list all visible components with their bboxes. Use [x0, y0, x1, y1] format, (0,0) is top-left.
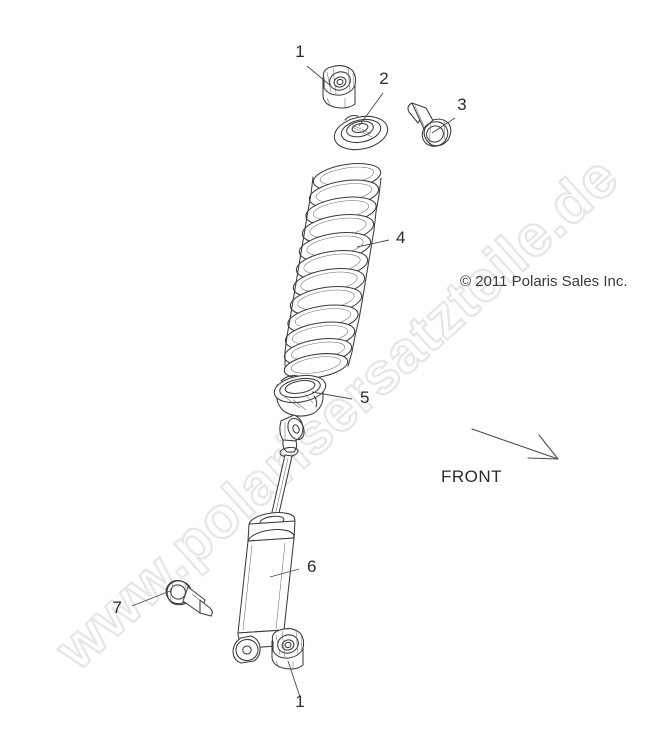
- callout-number-7: 7: [113, 598, 122, 617]
- callout-number-1-bottom: 1: [295, 692, 304, 711]
- leader-1-top: [306, 65, 332, 87]
- leader-1-bottom: [287, 660, 301, 698]
- leader-2: [358, 92, 384, 127]
- leader-4: [356, 239, 390, 248]
- front-label: FRONT: [441, 467, 502, 486]
- front-arrow-head: [527, 434, 559, 460]
- front-direction-indicator: FRONT: [441, 428, 559, 486]
- callout-number-1-top: 1: [295, 42, 304, 61]
- front-arrow-shaft: [471, 428, 559, 460]
- callout-number-6: 6: [307, 557, 316, 576]
- part-flange-nut-bottom: 1: [271, 628, 305, 711]
- leader-5: [311, 391, 353, 400]
- leader-7: [131, 590, 171, 607]
- part-flange-bolt-upper: 3: [407, 95, 467, 147]
- callout-number-2: 2: [379, 69, 388, 88]
- part-flange-bolt-lower: 7: [113, 579, 213, 617]
- part-washer: 2: [333, 69, 389, 151]
- callout-number-4: 4: [396, 228, 405, 247]
- part-coil-spring: 4: [283, 163, 405, 379]
- leader-3: [431, 117, 456, 134]
- part-flange-nut-top: 1: [295, 42, 357, 109]
- part-spring-seat-retainer: 5: [273, 374, 369, 417]
- callout-number-5: 5: [360, 388, 369, 407]
- callout-number-3: 3: [457, 95, 466, 114]
- leader-6: [269, 568, 300, 578]
- copyright-notice: © 2011 Polaris Sales Inc.: [460, 273, 628, 290]
- part-shock-absorber: 6: [232, 414, 316, 664]
